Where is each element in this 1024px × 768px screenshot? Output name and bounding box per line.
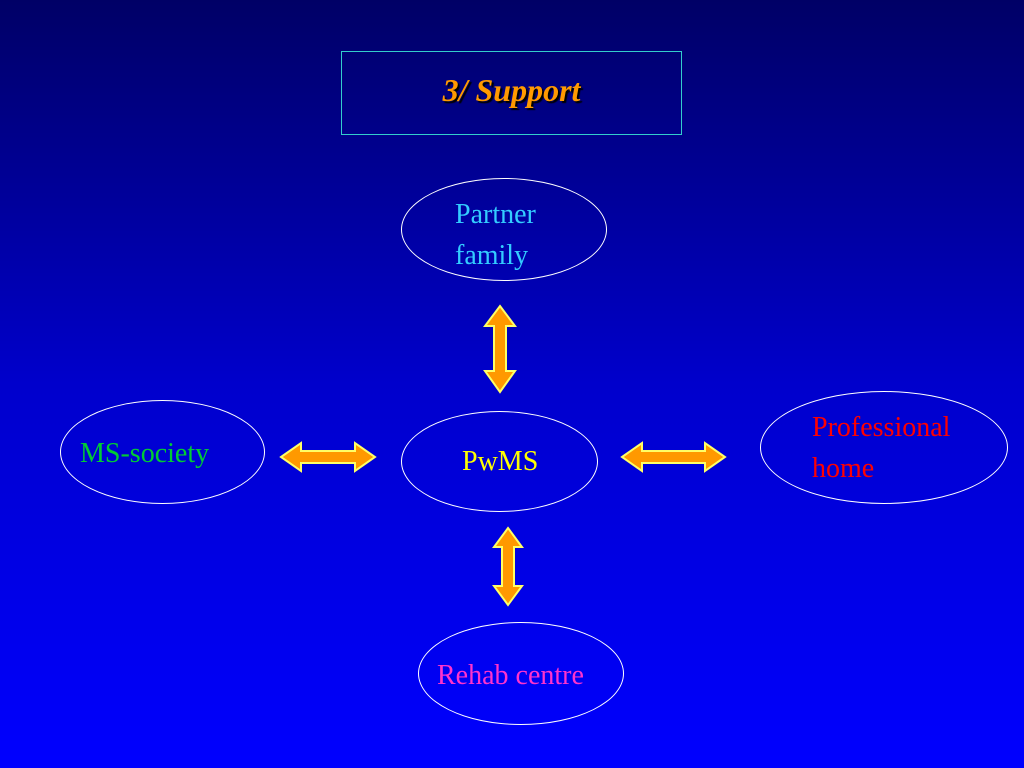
pwms-node [401,411,598,512]
pwms-label: PwMS [462,446,539,477]
partner-family-node [401,178,607,281]
professional-home-node [760,391,1008,504]
arrow-bottom-vertical [492,526,524,607]
professional-label: Professional [812,412,951,443]
rehab-centre-node [418,622,624,725]
arrow-top-vertical [483,304,517,394]
family-label: family [455,240,529,271]
ms-society-label: MS-society [80,438,210,469]
ms-society-node [60,400,265,504]
title-box: 3/ Support [341,51,682,135]
partner-label: Partner [455,199,536,230]
arrow-left-horizontal [279,441,377,473]
slide-title: 3/ Support [442,71,581,108]
home-label: home [812,453,875,484]
arrow-right-horizontal [620,441,727,473]
rehab-centre-label: Rehab centre [437,660,584,691]
